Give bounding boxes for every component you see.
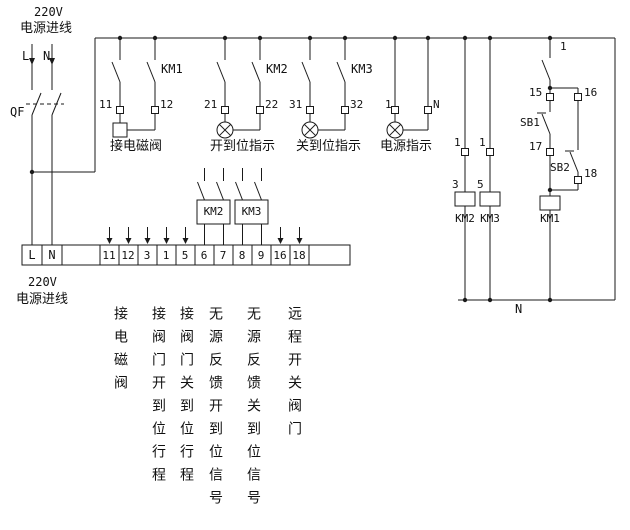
terminal-17-label: 17 xyxy=(529,140,543,153)
qf-label: QF xyxy=(10,105,25,119)
pushbutton-sb1-icon xyxy=(537,112,551,135)
caption-open-limit: 接阀门开到位行程 xyxy=(150,306,166,490)
terminal-22-label: 22 xyxy=(265,98,279,111)
coil-symbol xyxy=(539,195,561,211)
km2-feedback-contact xyxy=(196,168,231,245)
lamp-icon xyxy=(386,121,404,139)
phase-l-label: L xyxy=(22,49,30,63)
km1-coil-label: KM1 xyxy=(540,212,560,225)
caption-feedback-open: 无源反馈开到位信号 xyxy=(207,306,223,513)
km3-contact-label: KM3 xyxy=(351,62,373,76)
terminal-12-label: 12 xyxy=(160,98,174,111)
top-voltage-label: 220V xyxy=(34,5,63,19)
lamp-icon xyxy=(216,121,234,139)
km2-coil-label: KM2 xyxy=(455,212,475,225)
lamp-icon xyxy=(301,121,319,139)
branch-power-indicator xyxy=(386,35,432,139)
strip-n-label: N xyxy=(48,248,56,262)
km2-contact-label: KM2 xyxy=(266,62,288,76)
terminal-strip xyxy=(21,244,351,266)
terminal-31-label: 31 xyxy=(289,98,303,111)
supply-arrow-icons xyxy=(29,44,55,65)
pushbutton-sb2-icon xyxy=(565,150,579,173)
caption-feedback-close: 无源反馈关到位信号 xyxy=(245,306,261,513)
coil-symbol xyxy=(479,191,501,207)
terminal-n-label: N xyxy=(433,98,440,111)
strip-terminal: 8 xyxy=(238,249,246,262)
caption-close-limit: 接阀门关到位行程 xyxy=(178,306,194,490)
terminal-21-label: 21 xyxy=(204,98,218,111)
km3-coil-label: KM3 xyxy=(480,212,500,225)
sb1-label: SB1 xyxy=(520,116,540,129)
strip-terminal: 6 xyxy=(200,249,208,262)
km3-feedback-contact xyxy=(234,168,269,245)
power-indicator-caption: 电源指示 xyxy=(380,139,433,154)
open-indicator-caption: 开到位指示 xyxy=(210,139,276,154)
terminal-1-label: 1 xyxy=(385,98,392,111)
top-bus xyxy=(29,37,615,245)
caption-remote-switch: 远程开关阀门 xyxy=(286,306,302,444)
caption-solenoid: 接电磁阀 xyxy=(112,306,128,398)
branch-solenoid xyxy=(111,35,159,138)
strip-terminal: 9 xyxy=(257,249,265,262)
km2-feedback-label: KM2 xyxy=(203,205,224,218)
bottom-power-inlet-label: 电源进线 xyxy=(16,292,69,307)
strip-terminal: 12 xyxy=(121,249,135,262)
terminal-32-label: 32 xyxy=(350,98,364,111)
solenoid-caption: 接电磁阀 xyxy=(110,139,163,154)
sb2-label: SB2 xyxy=(550,161,570,174)
bottom-voltage-label: 220V xyxy=(28,275,57,289)
wire-1a-label: 1 xyxy=(454,136,461,149)
strip-terminal: 7 xyxy=(219,249,227,262)
km1-coil-branch xyxy=(537,35,582,303)
phase-n-label: N xyxy=(43,49,51,63)
terminal-11-label: 11 xyxy=(99,98,113,111)
wire-1b-label: 1 xyxy=(479,136,486,149)
terminal-5-label: 5 xyxy=(477,178,484,191)
strip-terminal: 18 xyxy=(292,249,306,262)
strip-terminal: 11 xyxy=(102,249,116,262)
branch-open-indicator xyxy=(216,35,264,139)
strip-terminal: 1 xyxy=(162,249,170,262)
terminal-3-label: 3 xyxy=(452,178,459,191)
strip-terminal: 16 xyxy=(273,249,287,262)
strip-terminal: 5 xyxy=(181,249,189,262)
wire-1-label: 1 xyxy=(560,40,567,53)
top-power-inlet-label: 电源进线 xyxy=(20,21,73,36)
km3-feedback-label: KM3 xyxy=(241,205,262,218)
close-indicator-caption: 关到位指示 xyxy=(296,139,362,154)
terminal-15-label: 15 xyxy=(529,86,543,99)
strip-l-label: L xyxy=(28,248,36,262)
km3-coil-branch xyxy=(479,35,501,303)
km1-contact-label: KM1 xyxy=(161,62,183,76)
solenoid-valve-icon xyxy=(112,122,128,138)
branch-close-indicator xyxy=(301,35,349,139)
coil-symbol xyxy=(454,191,476,207)
terminal-18-label: 18 xyxy=(584,167,598,180)
terminal-16-label: 16 xyxy=(584,86,598,99)
strip-terminal: 3 xyxy=(143,249,151,262)
km2-coil-branch xyxy=(454,35,476,303)
neutral-label: N xyxy=(515,302,523,316)
strip-arrow-icons xyxy=(106,227,303,244)
qf-breaker-icon xyxy=(26,64,64,245)
